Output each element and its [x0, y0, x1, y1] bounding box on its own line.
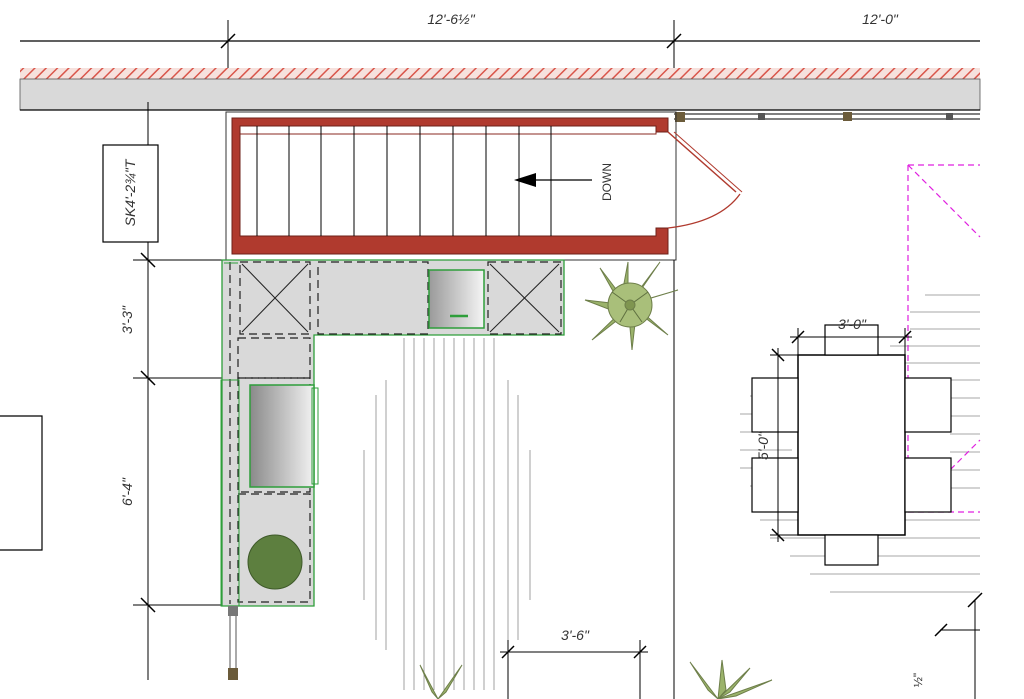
dimension-bottom: 3'-6" [561, 627, 590, 643]
plant-icon-bottom [419, 659, 773, 699]
sink-tag: SK4'-2¾"T [102, 144, 159, 243]
appliance [249, 384, 315, 488]
right-partial-dimension: ½" [911, 592, 983, 699]
plant-icon [584, 261, 679, 351]
stair-arrow-icon [514, 173, 592, 187]
window-rail [674, 112, 980, 122]
kitchen-counter [220, 259, 565, 680]
dimension-table-length: 5'-0" [755, 431, 771, 460]
dimension-vertical-upper: 3'-3" [119, 305, 135, 334]
dimension-top-right: 12'-0" [862, 11, 899, 27]
bottom-dimension-line: 3'-6" [500, 627, 648, 699]
grill-icon [247, 534, 303, 590]
door-swing [667, 131, 743, 229]
cabinet-left-edge [0, 415, 43, 551]
stair-enclosure: DOWN [225, 111, 743, 261]
dimension-top-left: 12'-6½" [427, 11, 475, 27]
sink-tag-label: SK4'-2¾"T [122, 158, 138, 226]
dimension-table-width: 3'-0" [838, 316, 867, 332]
dimension-partial: ½" [911, 673, 925, 687]
stair-direction-label: DOWN [600, 163, 614, 201]
dimension-vertical-lower: 6'-4" [119, 477, 135, 506]
sink-icon [428, 269, 485, 329]
top-dimension-line: 12'-6½" 12'-0" [20, 11, 980, 110]
exterior-wall [19, 68, 981, 111]
deck-pattern [363, 338, 531, 690]
dining-table: 3'-0" 5'-0" [751, 316, 952, 566]
